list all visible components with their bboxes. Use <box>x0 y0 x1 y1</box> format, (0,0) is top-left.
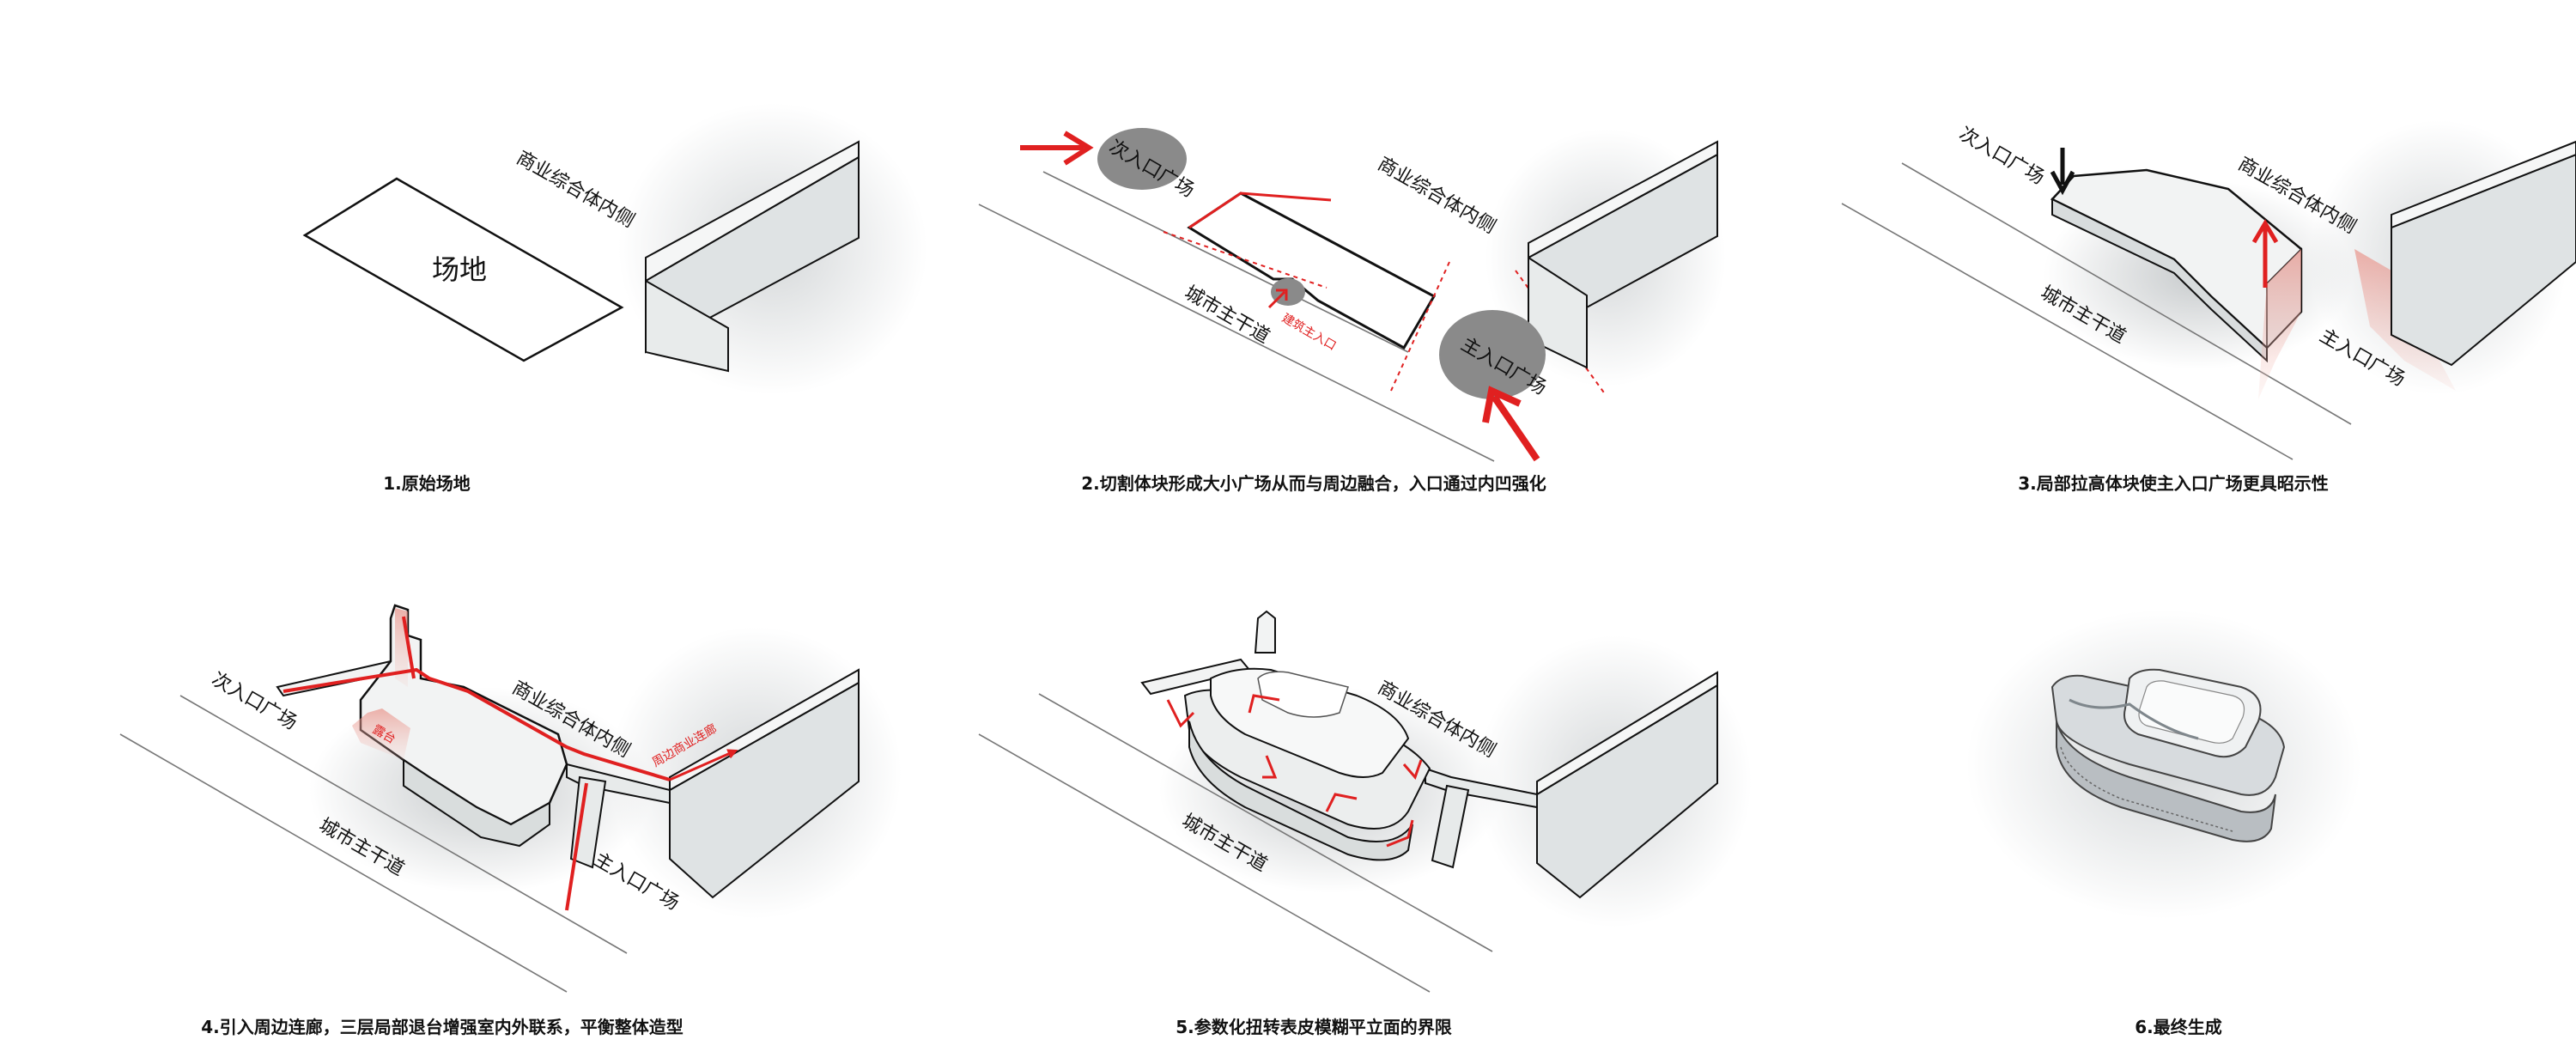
corridor <box>569 775 607 869</box>
road-line-2 <box>1901 162 2352 425</box>
mall-volume <box>2391 140 2576 367</box>
corridor-path <box>283 667 671 781</box>
final-building <box>2050 668 2286 842</box>
mall-label: 商业综合体内侧 <box>513 148 638 233</box>
panel-5-caption: 5.参数化扭转表皮模糊平立面的界限 <box>1176 1017 1452 1037</box>
panel-1-caption: 1.原始场地 <box>383 473 471 494</box>
cut-edge-red <box>1188 192 1332 229</box>
road-line-1 <box>1841 203 2293 460</box>
twist-arrow-icon <box>1262 755 1278 779</box>
arrow-icon <box>2050 148 2075 196</box>
road-line-1 <box>978 204 1495 462</box>
road-line-1 <box>978 733 1431 993</box>
mall-volume <box>1536 671 1718 899</box>
corridor <box>1254 610 1276 654</box>
site-label: 场地 <box>432 253 487 286</box>
mall-volume <box>1528 140 1718 369</box>
mall-label: 商业综合体内侧 <box>1374 154 1499 239</box>
road-label: 城市主干道 <box>1181 283 1273 349</box>
twist-arrow-icon <box>1166 699 1195 728</box>
highlight-plane <box>2258 249 2301 399</box>
mall-volume <box>645 140 860 373</box>
panel-4-caption: 4.引入周边连廊，三层局部退台增强室内外联系，平衡整体造型 <box>201 1017 683 1037</box>
panel-6-caption: 6.最终生成 <box>2135 1017 2222 1037</box>
panel-1: 场地 商业综合体内侧 1.原始场地 <box>302 103 927 494</box>
panel-2-caption: 2.切割体块形成大小广场从而与周边融合，入口通过内凹强化 <box>1081 473 1546 494</box>
terrace-highlight <box>352 708 410 760</box>
panel-2: 次入口广场 商业综合体内侧 城市主干道 建筑主入口 主入口广场 2.切割体块形成… <box>978 128 1726 494</box>
secondary-plaza-label: 次入口广场 <box>1955 124 2048 190</box>
road-line-2 <box>179 695 628 954</box>
twist-arrow-icon <box>1386 819 1414 848</box>
twist-arrow-icon <box>1325 793 1358 812</box>
twist-arrow-icon <box>1248 694 1280 714</box>
corridor-path <box>402 616 416 679</box>
road-line-2 <box>1038 693 1493 952</box>
building-entry-label: 建筑主入口 <box>1279 312 1339 354</box>
corridor <box>1431 784 1470 869</box>
panel-6: 6.最终生成 <box>1966 610 2361 1037</box>
panel-3-caption: 3.局部拉高体块使主入口广场更具昭示性 <box>2018 473 2329 494</box>
secondary-plaza-label: 次入口广场 <box>208 669 301 735</box>
twist-arrow-icon <box>1402 759 1423 780</box>
arrow-icon <box>1020 131 1094 166</box>
tower-highlight <box>395 608 408 687</box>
road-line-1 <box>119 733 568 993</box>
site-outline <box>302 177 624 362</box>
arrow-icon <box>1482 386 1540 462</box>
main-plaza-ellipse <box>1439 310 1546 399</box>
cut-site-outline <box>1187 192 1437 350</box>
panel-3: 次入口广场 商业综合体内侧 城市主干道 主入口广场 3.局部拉高体块使主入口广场… <box>1841 120 2576 494</box>
corridor-path <box>669 749 738 781</box>
panel-5: 商业综合体内侧 城市主干道 5.参数化扭转表皮模糊平立面的界限 <box>978 610 1752 1037</box>
panel-4: 次入口广场 露台 商业综合体内侧 周边商业连廊 城市主干道 主入口广场 4.引入… <box>119 604 902 1037</box>
arrow-icon <box>1267 289 1288 309</box>
entry-path <box>565 782 588 911</box>
road-line-2 <box>1042 171 1409 353</box>
secondary-plaza-ellipse <box>1097 128 1187 190</box>
arrow-icon <box>2251 219 2279 288</box>
